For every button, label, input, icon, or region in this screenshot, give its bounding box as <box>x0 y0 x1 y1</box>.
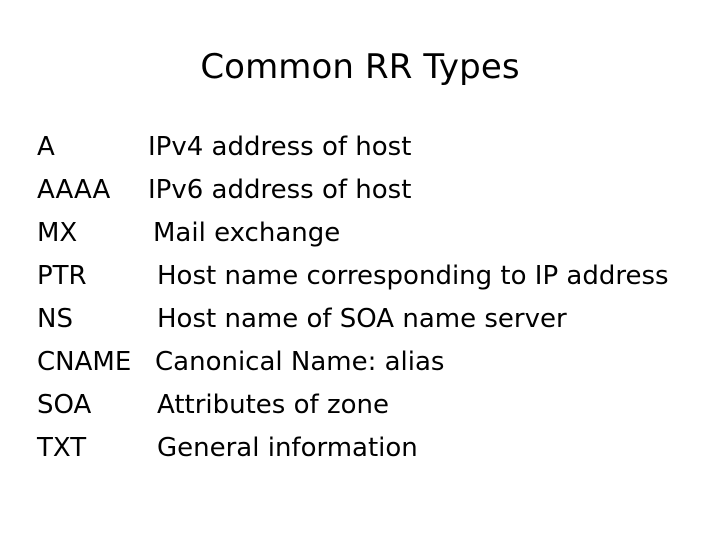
rr-type-label: SOA <box>37 390 92 420</box>
rr-type-label: MX <box>37 218 78 248</box>
rr-type-label: NS <box>37 304 73 334</box>
rr-row: PTR Host name corresponding to IP address <box>37 255 697 298</box>
rr-row: NS Host name of SOA name server <box>37 298 697 341</box>
rr-type-label: TXT <box>37 433 87 463</box>
rr-row: AAAA IPv6 address of host <box>37 169 697 212</box>
rr-description: Mail exchange <box>153 218 341 248</box>
rr-row: MX Mail exchange <box>37 212 697 255</box>
rr-description: Attributes of zone <box>157 390 389 420</box>
rr-description: Host name of SOA name server <box>157 304 567 334</box>
rr-description: Host name corresponding to IP address <box>157 261 669 291</box>
rr-row: SOA Attributes of zone <box>37 384 697 427</box>
rr-row: A IPv4 address of host <box>37 126 697 169</box>
rr-description: IPv6 address of host <box>148 175 412 205</box>
rr-row: CNAME Canonical Name: alias <box>37 341 697 384</box>
page-title: Common RR Types <box>200 47 520 87</box>
rr-description: IPv4 address of host <box>148 132 412 162</box>
rr-type-label: CNAME <box>37 347 132 377</box>
rr-description: General information <box>157 433 418 463</box>
rr-type-label: AAAA <box>37 175 111 205</box>
rr-description: Canonical Name: alias <box>155 347 445 377</box>
rr-type-label: A <box>37 132 55 162</box>
rr-row: TXT General information <box>37 427 697 470</box>
rr-type-label: PTR <box>37 261 87 291</box>
